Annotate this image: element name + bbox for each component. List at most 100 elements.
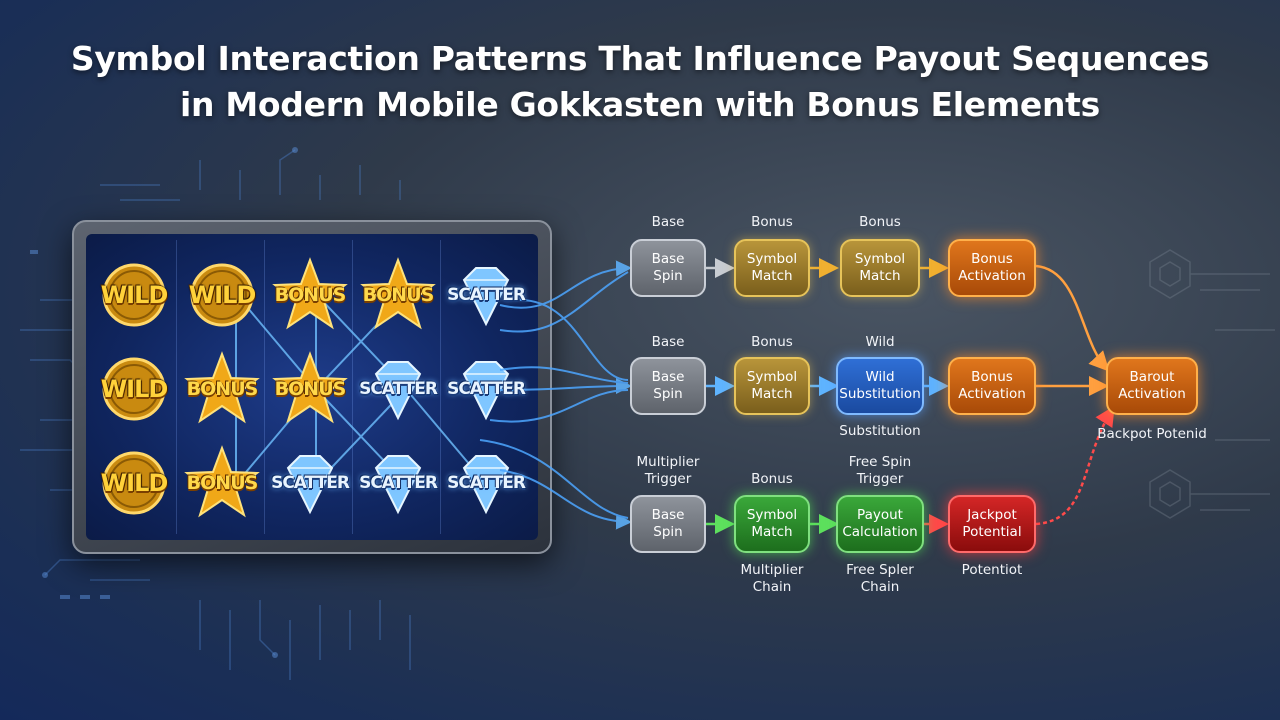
node-line: Match xyxy=(859,268,901,284)
flow-label-final: Backpot Potenid xyxy=(1097,426,1207,442)
flow-label: Bonus xyxy=(751,471,793,487)
page-title: Symbol Interaction Patterns That Influen… xyxy=(0,36,1280,128)
reel-symbol-scatter-diamond: SCATTER xyxy=(442,248,530,342)
reel-divider xyxy=(440,240,441,534)
reel-symbol-scatter-diamond: SCATTER xyxy=(442,436,530,530)
node-line: Bonus xyxy=(971,369,1013,385)
reel-symbol-wild: WILD xyxy=(90,248,178,342)
node-line: Base xyxy=(651,251,685,267)
reel-symbol-bonus-star: BONUS xyxy=(178,342,266,436)
reel-symbol-scatter-diamond: SCATTER xyxy=(442,342,530,436)
reel-divider xyxy=(264,240,265,534)
flow-label: Base xyxy=(651,334,685,350)
flow-label: Base xyxy=(651,214,685,230)
node-line: Symbol xyxy=(854,251,906,267)
flow-label: Wild xyxy=(865,334,895,350)
node-line: Symbol xyxy=(746,251,798,267)
node-line: Base xyxy=(651,507,685,523)
node-line: Match xyxy=(751,268,793,284)
node-line: Base xyxy=(651,369,685,385)
flow-label: Bonus xyxy=(751,214,793,230)
node-line: Barout xyxy=(1129,369,1175,385)
node-line: Symbol xyxy=(746,369,798,385)
node-line: Substitution xyxy=(839,386,921,402)
symbol-label: SCATTER xyxy=(447,473,526,493)
tablet-device: WILD WILD BONUS BONUS SCATTER WILD BONUS… xyxy=(72,220,552,554)
symbol-label: SCATTER xyxy=(447,379,526,399)
reel-symbol-bonus-star: BONUS xyxy=(354,248,442,342)
node-line: Payout xyxy=(857,507,903,523)
reel-symbol-scatter-diamond: SCATTER xyxy=(354,342,442,436)
node-line: Spin xyxy=(653,386,683,402)
symbol-label: BONUS xyxy=(274,378,347,400)
slot-reels-screen: WILD WILD BONUS BONUS SCATTER WILD BONUS… xyxy=(86,234,538,540)
node-line: Match xyxy=(751,524,793,540)
label-line: Free Spin xyxy=(848,454,912,470)
node-line: Activation xyxy=(958,386,1026,402)
label-line: Trigger xyxy=(644,471,692,487)
reel-divider xyxy=(352,240,353,534)
node-line: Spin xyxy=(653,524,683,540)
reel-symbol-wild: WILD xyxy=(178,248,266,342)
node-line: Potential xyxy=(962,524,1022,540)
reel-symbol-bonus-star: BONUS xyxy=(266,248,354,342)
symbol-label: WILD xyxy=(188,281,257,309)
label-line: Trigger xyxy=(856,471,904,487)
reel-symbol-wild: WILD xyxy=(90,342,178,436)
node-line: Activation xyxy=(958,268,1026,284)
reel-symbol-scatter-diamond: SCATTER xyxy=(266,436,354,530)
node-line: Calculation xyxy=(842,524,918,540)
node-line: Spin xyxy=(653,268,683,284)
label-line: Chain xyxy=(860,579,900,595)
reel-symbol-bonus-star: BONUS xyxy=(266,342,354,436)
reel-symbol-wild: WILD xyxy=(90,436,178,530)
node-line: Bonus xyxy=(971,251,1013,267)
reel-divider xyxy=(176,240,177,534)
title-line-1: Symbol Interaction Patterns That Influen… xyxy=(70,39,1210,78)
node-line: Symbol xyxy=(746,507,798,523)
node-line: Jackpot xyxy=(967,507,1017,523)
symbol-label: SCATTER xyxy=(271,473,350,493)
symbol-label: WILD xyxy=(100,375,169,403)
label-line: Free Spler xyxy=(846,562,914,578)
node-line: Activation xyxy=(1118,386,1186,402)
node-line: Match xyxy=(751,386,793,402)
label-line: Chain xyxy=(752,579,792,595)
symbol-label: BONUS xyxy=(186,472,259,494)
title-line-2: in Modern Mobile Gokkasten with Bonus El… xyxy=(180,85,1100,124)
reel-symbol-scatter-diamond: SCATTER xyxy=(354,436,442,530)
symbol-label: WILD xyxy=(100,281,169,309)
symbol-label: BONUS xyxy=(362,284,435,306)
symbol-label: BONUS xyxy=(274,284,347,306)
label-line: Multiplier xyxy=(740,562,804,578)
reel-symbol-bonus-star: BONUS xyxy=(178,436,266,530)
symbol-label: WILD xyxy=(100,469,169,497)
symbol-label: SCATTER xyxy=(359,379,438,399)
label-line: Multiplier xyxy=(636,454,700,470)
flow-label: Substitution xyxy=(839,423,921,439)
flow-label: Bonus xyxy=(751,334,793,350)
flow-label: Bonus xyxy=(859,214,901,230)
node-line: Wild xyxy=(865,369,895,385)
flow-label: Potentiot xyxy=(961,562,1023,578)
symbol-label: BONUS xyxy=(186,378,259,400)
symbol-label: SCATTER xyxy=(359,473,438,493)
